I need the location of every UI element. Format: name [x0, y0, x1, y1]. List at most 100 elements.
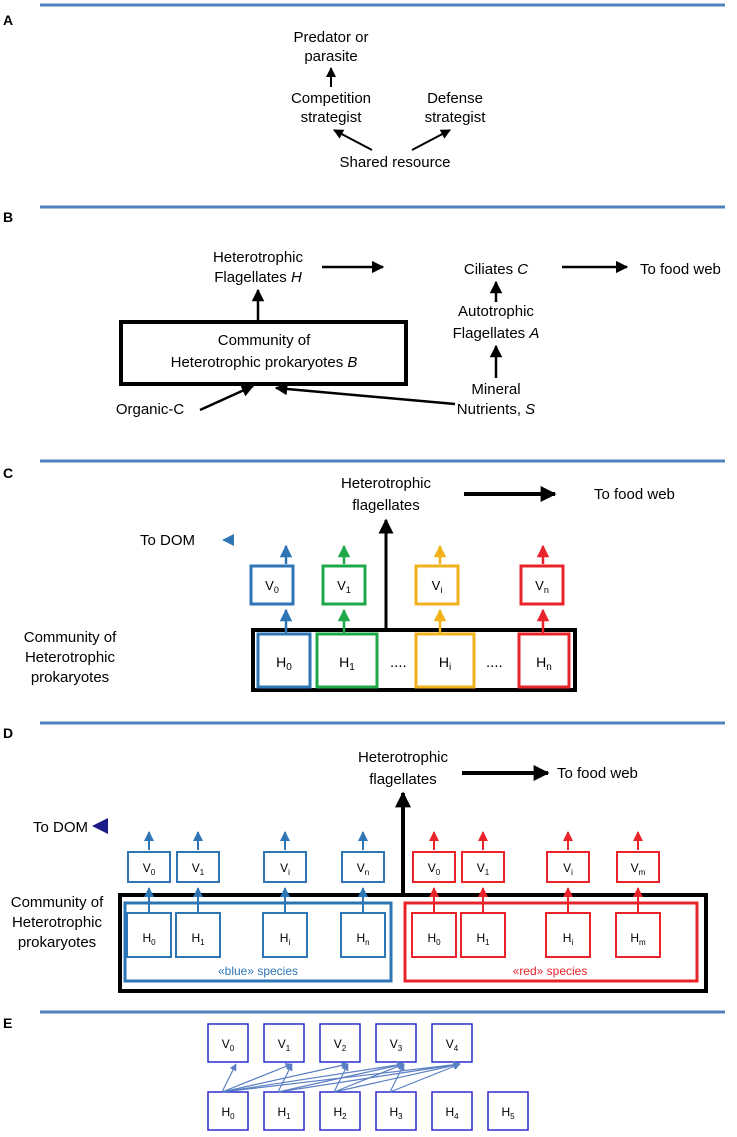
d-red-h-label-3: Hm [630, 931, 646, 947]
e-v-box-0 [207, 1023, 249, 1063]
predator-line2: parasite [304, 48, 357, 65]
d-blue-h-label-2: Hi [280, 931, 291, 947]
hf-line2: Flagellates H [214, 269, 302, 286]
c-h-label-2: Hi [439, 654, 451, 673]
arrow-resource-to-defense [411, 129, 451, 151]
defense-line1: Defense [427, 90, 483, 107]
d-blue-v-label-1: V1 [192, 861, 205, 877]
e-arrow-h2-v3 [333, 1063, 405, 1093]
c-v-box-0 [249, 564, 295, 606]
comm-line1: Community of [218, 332, 311, 349]
af-line1: Autotrophic [458, 303, 534, 320]
hf-line2: flagellates [352, 497, 420, 514]
e-arrow-h0-v3 [221, 1061, 405, 1093]
d-blue-h-label-1: H1 [191, 931, 205, 947]
to-dom: To DOM [140, 532, 195, 549]
comm-line2: Heterotrophic [25, 649, 116, 666]
c-v-box-3 [519, 564, 565, 606]
e-h-label-4: H4 [445, 1105, 459, 1121]
comm-line1: Community of [11, 894, 104, 911]
competition-line1: Competition [291, 90, 371, 107]
e-arrow-h2-v2 [333, 1063, 349, 1093]
dots-left: .... [390, 654, 407, 671]
d-red-h-label-0: H0 [427, 931, 441, 947]
e-h-label-0: H0 [221, 1105, 235, 1121]
red-species-box [403, 901, 699, 983]
d-blue-v-label-3: Vn [357, 861, 369, 877]
c-v-label-2: Vi [432, 578, 443, 595]
mineral-line2: Nutrients, S [457, 401, 535, 418]
e-v-label-2: V2 [334, 1037, 347, 1053]
panel-b-label: B [3, 209, 13, 225]
hf-line1: Heterotrophic [341, 475, 432, 492]
panel-e-label: E [3, 1015, 12, 1031]
e-h-box-3 [375, 1091, 417, 1131]
community-box [251, 628, 577, 692]
comm-line1: Community of [24, 629, 117, 646]
d-red-v-box-2 [546, 851, 590, 883]
comm-line2: Heterotrophic prokaryotes B [171, 354, 358, 371]
to-dom: To DOM [33, 819, 88, 836]
organic-c: Organic-C [116, 401, 185, 418]
panel-a-label: A [3, 12, 13, 28]
d-red-v-box-1 [461, 851, 505, 883]
e-h-label-2: H2 [333, 1105, 347, 1121]
panel-c-label: C [3, 465, 13, 481]
c-v-label-0: V0 [265, 578, 279, 595]
community-box [118, 893, 708, 993]
d-blue-h-label-3: Hn [356, 931, 369, 947]
e-v-label-3: V3 [390, 1037, 403, 1053]
panel-d: D Heterotrophic flagellates To food web … [3, 725, 708, 993]
d-red-v-label-1: V1 [477, 861, 490, 877]
comm-line3: prokaryotes [31, 669, 109, 686]
e-arrow-h0-v1 [221, 1063, 293, 1093]
e-h-label-5: H5 [501, 1105, 515, 1121]
e-h-label-1: H1 [277, 1105, 291, 1121]
d-red-v-box-3 [616, 851, 660, 883]
comm-line3: prokaryotes [18, 934, 96, 951]
c-h-label-1: H1 [339, 654, 355, 673]
dom-arrowhead [92, 818, 108, 834]
red-species-label: «red» species [513, 964, 588, 978]
dom-arrowhead [222, 534, 234, 546]
hf-line1: Heterotrophic [213, 249, 304, 266]
d-blue-v-label-0: V0 [143, 861, 156, 877]
d-red-v-label-3: Vm [631, 861, 646, 877]
e-h-box-1 [263, 1091, 305, 1131]
d-blue-v-box-1 [176, 851, 220, 883]
d-red-v-label-0: V0 [428, 861, 441, 877]
d-blue-h-box-1 [175, 912, 221, 958]
blue-species-label: «blue» species [218, 964, 298, 978]
ciliates: Ciliates C [464, 261, 528, 278]
af-line2: Flagellates A [453, 325, 540, 342]
d-blue-v-box-2 [263, 851, 307, 883]
dots-right: .... [486, 654, 503, 671]
to-food-web: To food web [557, 765, 638, 782]
competition-line2: strategist [301, 109, 363, 126]
e-v-label-0: V0 [222, 1037, 235, 1053]
to-food-web: To food web [594, 486, 675, 503]
e-h-box-2 [319, 1091, 361, 1131]
e-v-box-1 [263, 1023, 305, 1063]
e-h-box-0 [207, 1091, 249, 1131]
hf-line1: Heterotrophic [358, 749, 449, 766]
c-h-box-2 [414, 632, 476, 689]
c-h-label-0: H0 [276, 654, 292, 673]
blue-species-box [123, 901, 393, 983]
d-red-h-label-2: Hi [563, 931, 574, 947]
panel-c: C Heterotrophic flagellates To food web … [3, 465, 675, 692]
d-blue-h-label-0: H0 [142, 931, 156, 947]
d-blue-v-box-3 [341, 851, 385, 883]
community-box [119, 320, 408, 386]
e-h-box-5 [487, 1091, 529, 1131]
comm-line2: Heterotrophic [12, 914, 103, 931]
c-v-label-1: V1 [337, 578, 351, 595]
panel-d-label: D [3, 725, 13, 741]
d-red-v-box-0 [412, 851, 456, 883]
hf-line2: flagellates [369, 771, 437, 788]
e-h-label-3: H3 [389, 1105, 403, 1121]
e-h-box-4 [431, 1091, 473, 1131]
e-v-label-4: V4 [446, 1037, 459, 1053]
